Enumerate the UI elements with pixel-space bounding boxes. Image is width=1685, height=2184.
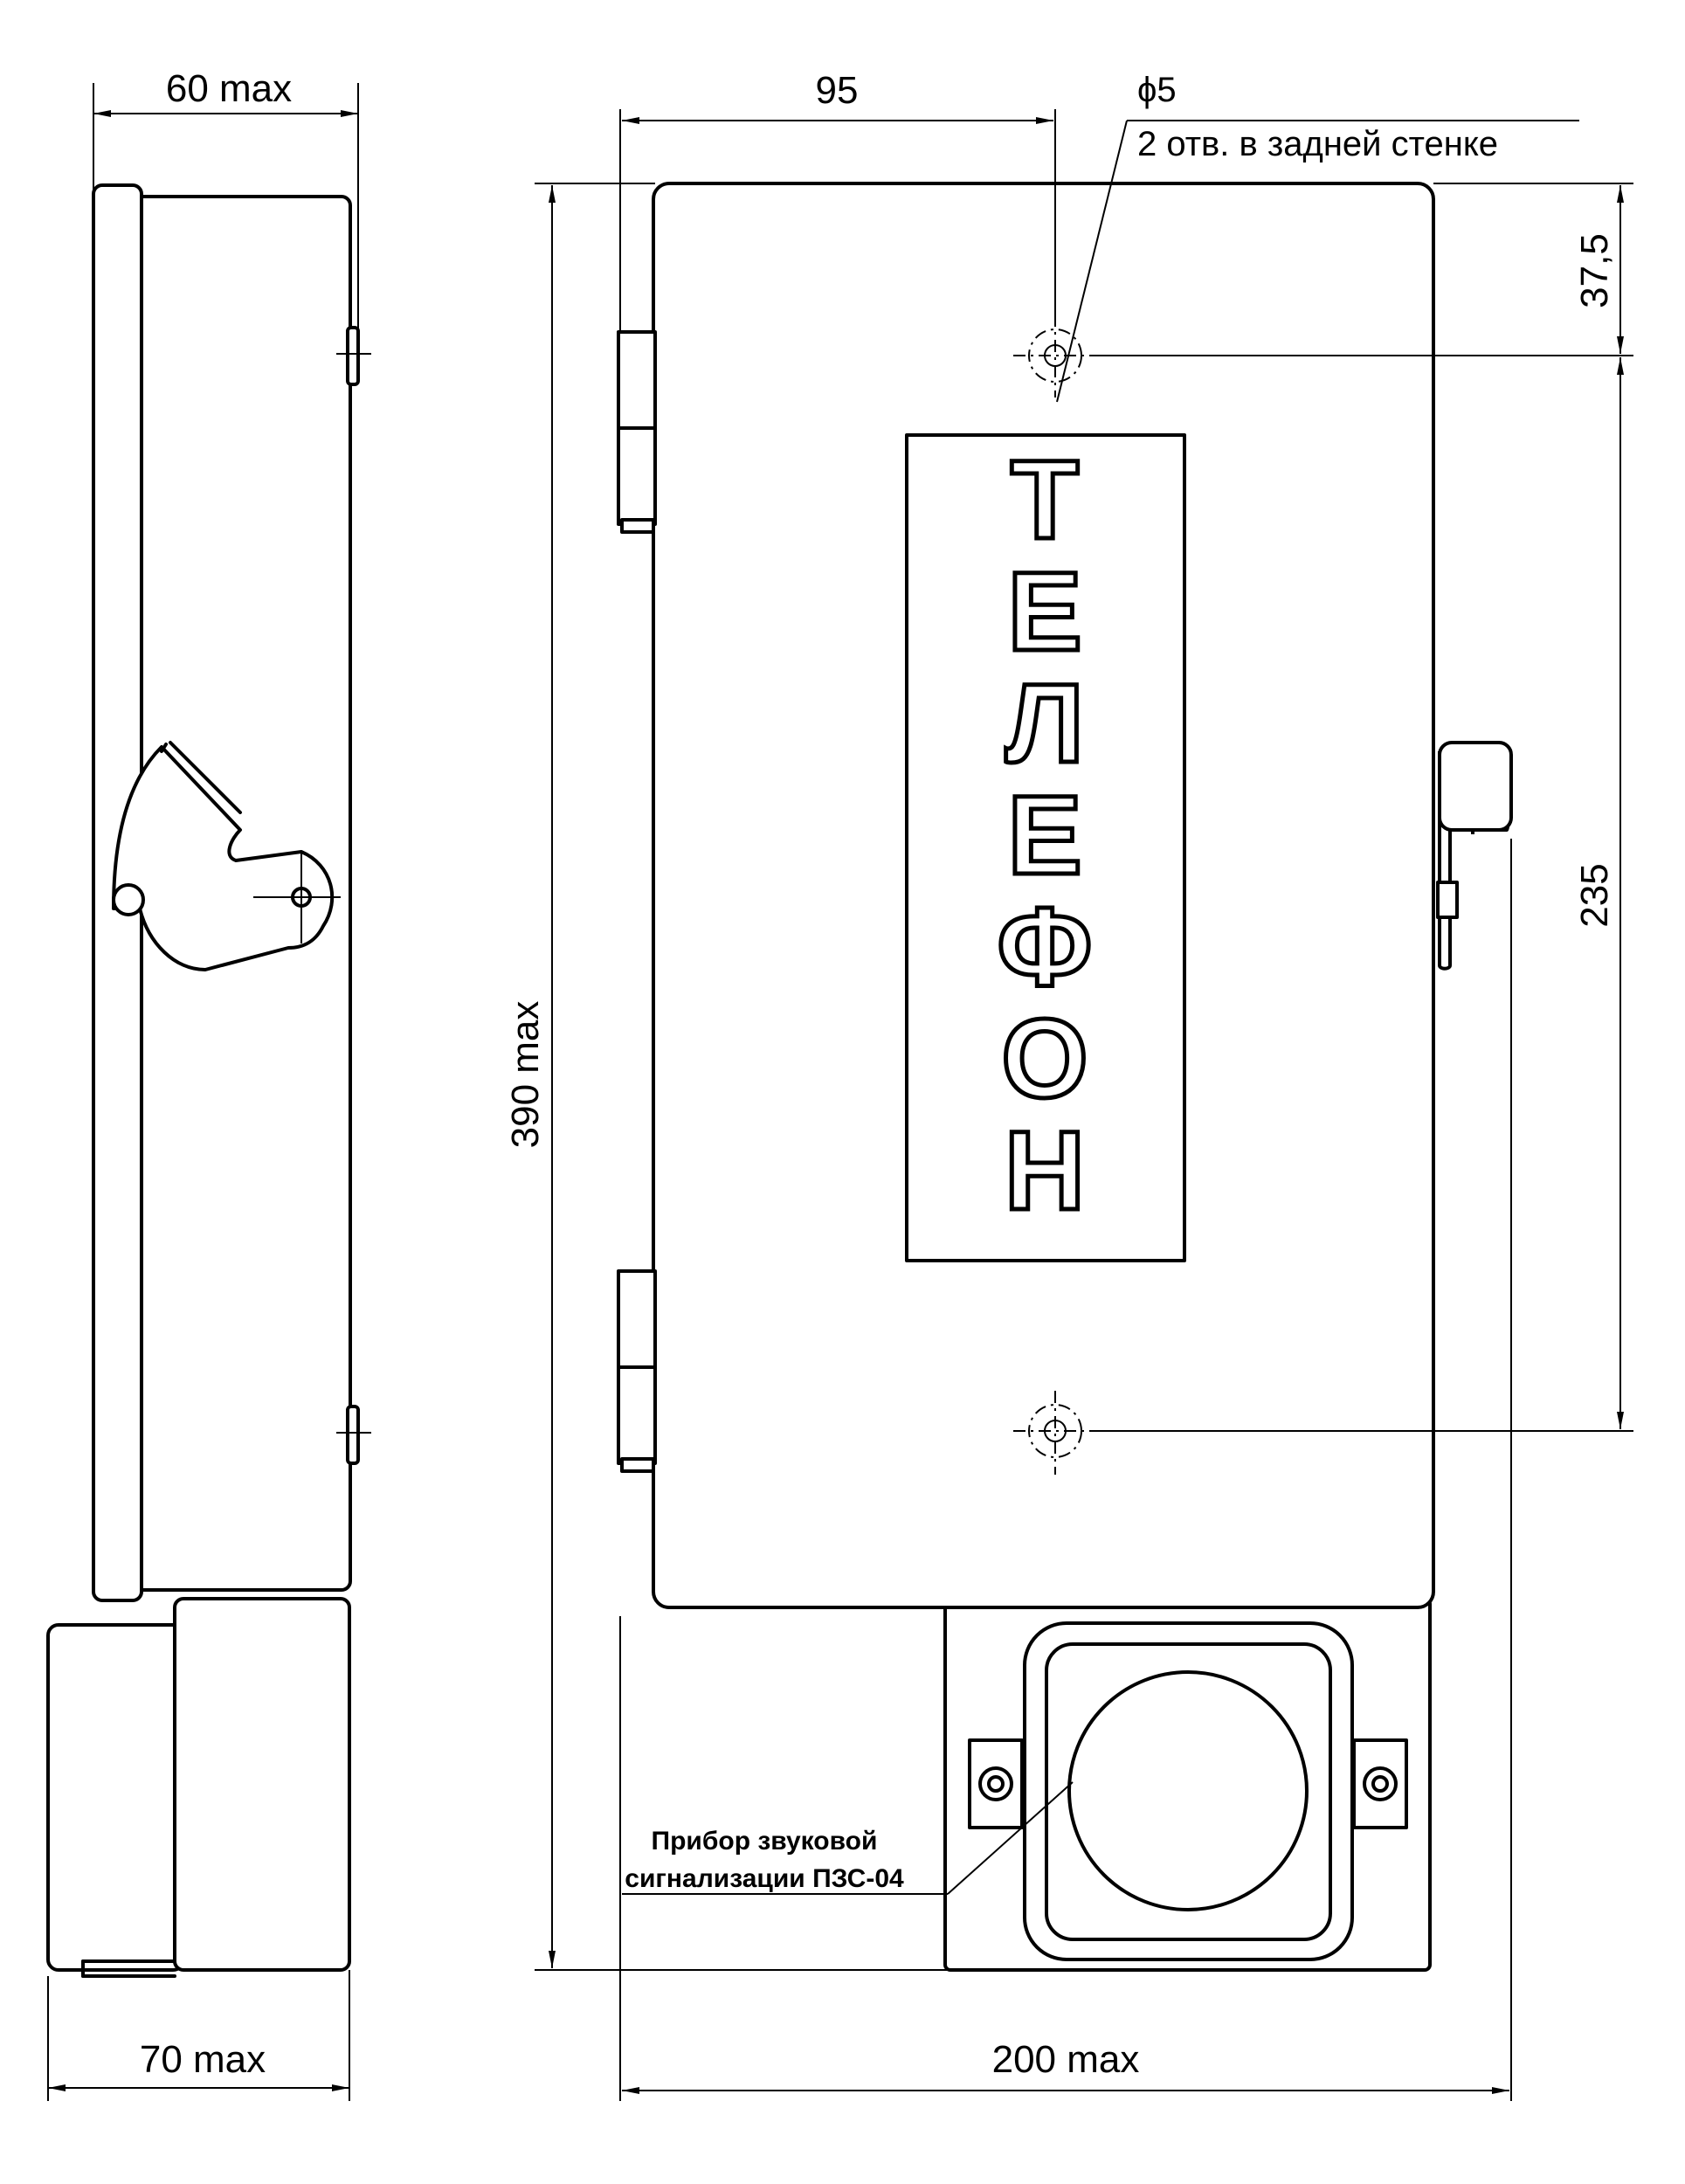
sign-letter: Е — [1007, 773, 1081, 898]
mounting-hole-bottom — [1013, 1391, 1090, 1475]
side-back-tab-bottom — [346, 1405, 360, 1465]
side-view — [46, 183, 371, 1978]
siren-callout-line2: сигнализации ПЗС-04 — [625, 1864, 904, 1893]
side-dimension-bottom: 70 max — [47, 1970, 350, 2101]
sign-letter: Е — [1007, 549, 1081, 674]
hole-offset-x-label: 95 — [816, 69, 859, 112]
front-latch — [1436, 741, 1513, 971]
siren-device — [968, 1621, 1408, 1961]
front-width-label: 200 max — [992, 2038, 1140, 2081]
side-siren-housing — [173, 1597, 351, 1972]
sign-letter: Л — [1005, 661, 1084, 786]
siren-callout-line1: Прибор звуковой — [652, 1827, 878, 1856]
sign-letter: Н — [1005, 1109, 1085, 1234]
front-dimension-width: 200 max — [619, 839, 1512, 2101]
side-siren-block — [46, 1623, 185, 1972]
front-height-label: 390 max — [504, 1001, 547, 1149]
siren-cone — [1067, 1670, 1309, 1911]
sign-letter: О — [1001, 997, 1088, 1122]
front-dimension-height: 390 max — [504, 183, 948, 1971]
side-width-bottom-label: 70 max — [140, 2038, 266, 2081]
hole-description-label: 2 отв. в задней стенке — [1137, 125, 1498, 163]
hinge-bottom — [617, 1269, 657, 1473]
hinge-top — [617, 330, 657, 534]
hole-note: ϕ5 2 отв. в задней стенке — [1056, 71, 1579, 403]
side-dimension-top: 60 max — [93, 67, 359, 332]
siren-callout: Прибор звуковой сигнализации ПЗС-04 — [622, 1781, 1074, 1895]
hole-diameter-label: ϕ5 — [1137, 71, 1177, 109]
hole-spacing-label: 235 — [1573, 863, 1616, 927]
hole-dimension-x: 95 — [619, 69, 1056, 332]
sign-plate — [905, 433, 1186, 1262]
sign-letter: Т — [1011, 438, 1079, 563]
hole-offset-y-label: 37,5 — [1573, 233, 1616, 308]
hole-dimension-y: 37,5 235 — [1090, 183, 1633, 1432]
sign-letter: Ф — [997, 885, 1092, 1010]
side-back-tab-top — [346, 326, 360, 386]
side-width-top-label: 60 max — [166, 67, 292, 110]
mounting-hole-top — [1013, 314, 1090, 397]
side-latch — [112, 741, 341, 971]
